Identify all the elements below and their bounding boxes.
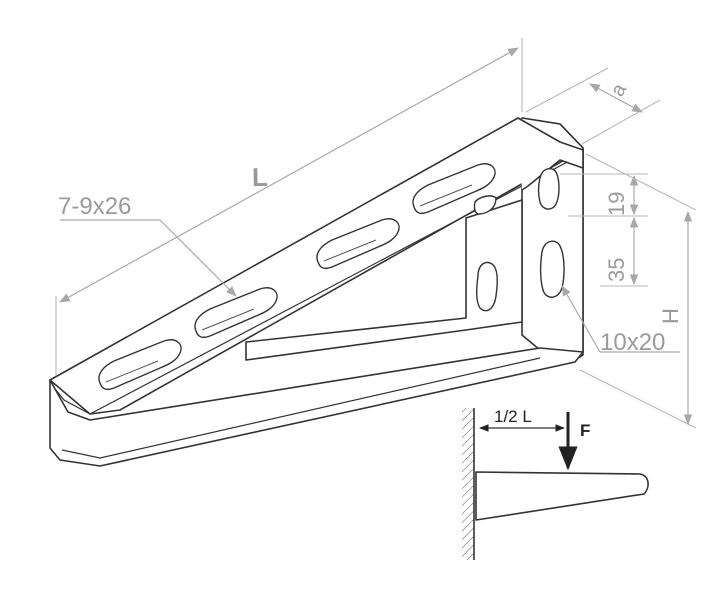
height-label: H [658, 308, 683, 324]
force-label: F [580, 421, 590, 440]
width-label: a [607, 79, 632, 100]
bracket-profile [475, 471, 649, 521]
flange-end-fold [517, 117, 584, 191]
slot [98, 339, 182, 391]
dimension-19: 19 [560, 173, 648, 217]
half-length-label: 1/2 L [494, 407, 532, 426]
dimension-slot-top: 7-9x26 [58, 193, 237, 297]
slot-top-label: 7-9x26 [58, 193, 131, 220]
wall-slot-upper [537, 167, 560, 210]
length-label: L [252, 162, 269, 192]
wall-slot-lower [539, 240, 565, 298]
dimension-35: 35 [600, 216, 648, 287]
dimension-height: H [579, 153, 697, 429]
load-diagram: 1/2 L F [462, 407, 649, 560]
slot-side-label: 10x20 [600, 329, 665, 356]
web-slot [475, 261, 498, 312]
side-web [245, 199, 523, 361]
dimension-slot-side: 10x20 [561, 285, 680, 356]
wall-hatch [462, 408, 474, 560]
dim-19-label: 19 [604, 192, 629, 216]
bottom-flange [49, 347, 584, 467]
dim-35-label: 35 [604, 258, 629, 282]
dimension-length: L [55, 38, 523, 376]
